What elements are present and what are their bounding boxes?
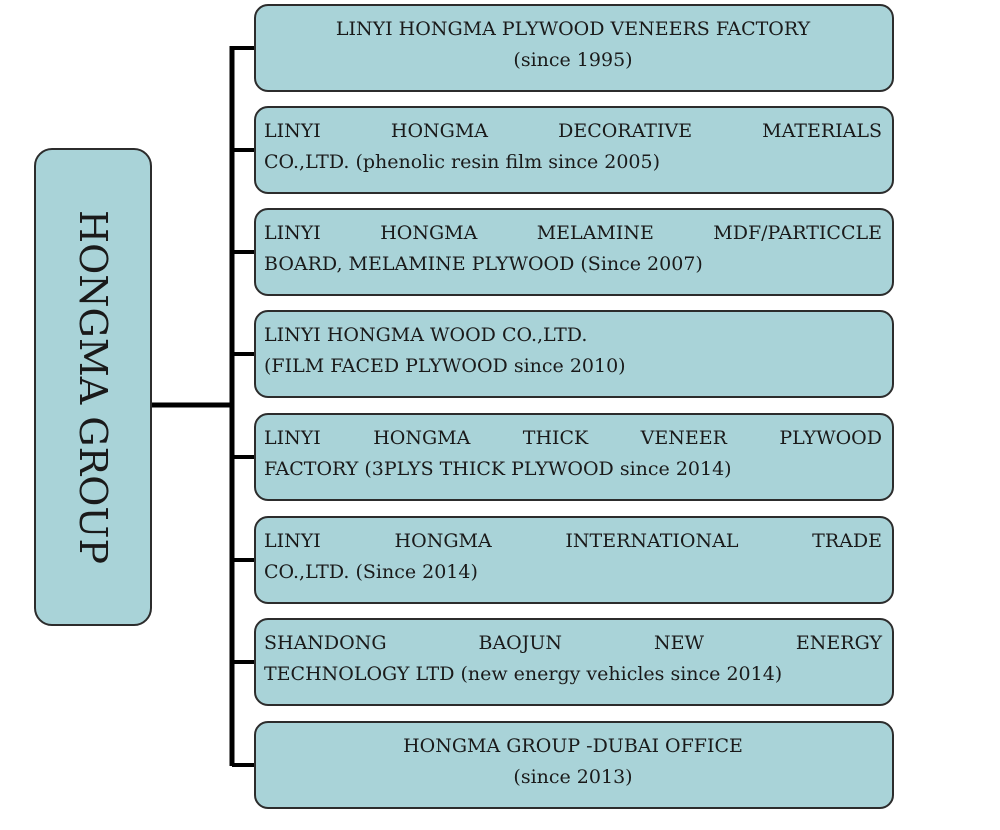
branch-title: LINYI HONGMA MELAMINE MDF/PARTICCLE [264, 222, 882, 244]
branch-subtitle: (FILM FACED PLYWOOD since 2010) [264, 355, 626, 377]
branch-node-thick-veneer-plywood: LINYI HONGMA THICK VENEER PLYWOOD FACTOR… [254, 413, 894, 501]
root-label: HONGMA GROUP [71, 209, 115, 565]
branch-node-baojun-new-energy: SHANDONG BAOJUN NEW ENERGY TECHNOLOGY LT… [254, 618, 894, 706]
branch-title: LINYI HONGMA INTERNATIONAL TRADE [264, 530, 882, 552]
branch-node-wood-co: LINYI HONGMA WOOD CO.,LTD. (FILM FACED P… [254, 310, 894, 398]
branch-subtitle: CO.,LTD. (Since 2014) [264, 561, 478, 583]
branch-node-plywood-veneers-factory: LINYI HONGMA PLYWOOD VENEERS FACTORY (si… [254, 4, 894, 92]
branch-title: LINYI HONGMA PLYWOOD VENEERS FACTORY [335, 18, 811, 40]
branch-node-dubai-office: HONGMA GROUP -DUBAI OFFICE (since 2013) [254, 721, 894, 809]
branch-subtitle: FACTORY (3PLYS THICK PLYWOOD since 2014) [264, 458, 732, 480]
branch-title: SHANDONG BAOJUN NEW ENERGY [264, 632, 882, 654]
branch-subtitle: TECHNOLOGY LTD (new energy vehicles sinc… [264, 663, 783, 685]
branch-title: LINYI HONGMA THICK VENEER PLYWOOD [264, 427, 882, 449]
branch-subtitle: (since 1995) [513, 49, 633, 71]
branch-subtitle: CO.,LTD. (phenolic resin film since 2005… [264, 151, 661, 173]
branch-subtitle: (since 2013) [513, 766, 633, 788]
root-node: HONGMA GROUP [34, 148, 152, 626]
branch-title: HONGMA GROUP -DUBAI OFFICE [403, 735, 743, 757]
branch-title: LINYI HONGMA WOOD CO.,LTD. [264, 324, 588, 346]
branch-node-melamine-mdf: LINYI HONGMA MELAMINE MDF/PARTICCLE BOAR… [254, 208, 894, 296]
branch-title: LINYI HONGMA DECORATIVE MATERIALS [264, 120, 882, 142]
branch-node-decorative-materials: LINYI HONGMA DECORATIVE MATERIALS CO.,LT… [254, 106, 894, 194]
branch-subtitle: BOARD, MELAMINE PLYWOOD (Since 2007) [264, 253, 703, 275]
branch-node-international-trade: LINYI HONGMA INTERNATIONAL TRADE CO.,LTD… [254, 516, 894, 604]
